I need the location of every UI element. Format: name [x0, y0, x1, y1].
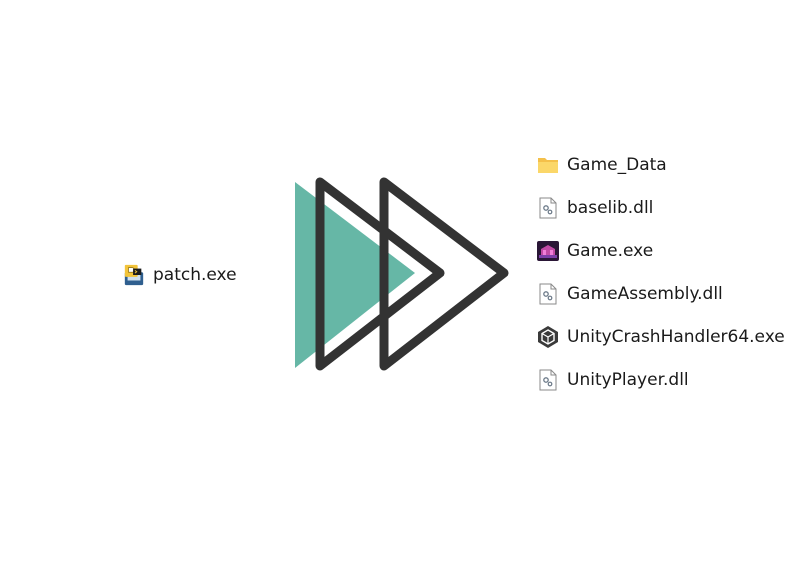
file-item-game-data[interactable]: Game_Data	[537, 152, 667, 178]
dll-file-icon	[537, 196, 559, 220]
source-filename: patch.exe	[153, 265, 237, 285]
file-item-unitycrashhandler64-exe[interactable]: UnityCrashHandler64.exe	[537, 324, 785, 350]
game-exe-icon	[537, 239, 559, 263]
file-name: baselib.dll	[567, 198, 654, 218]
file-item-unityplayer-dll[interactable]: UnityPlayer.dll	[537, 367, 689, 393]
file-name: GameAssembly.dll	[567, 284, 723, 304]
dll-file-icon	[537, 282, 559, 306]
file-item-baselib-dll[interactable]: baselib.dll	[537, 195, 653, 221]
folder-icon	[537, 153, 559, 177]
dll-file-icon	[537, 368, 559, 392]
source-file[interactable]: patch.exe	[123, 262, 237, 288]
file-name: UnityCrashHandler64.exe	[567, 327, 785, 347]
file-name: UnityPlayer.dll	[567, 370, 689, 390]
patch-exe-icon	[123, 263, 145, 287]
file-name: Game.exe	[567, 241, 654, 261]
outline-arrow-second	[379, 177, 509, 371]
filled-arrow-triangle	[295, 182, 415, 368]
unity-icon	[537, 325, 559, 349]
file-item-gameassembly-dll[interactable]: GameAssembly.dll	[537, 281, 723, 307]
file-name: Game_Data	[567, 155, 667, 175]
file-item-game-exe[interactable]: Game.exe	[537, 238, 653, 264]
